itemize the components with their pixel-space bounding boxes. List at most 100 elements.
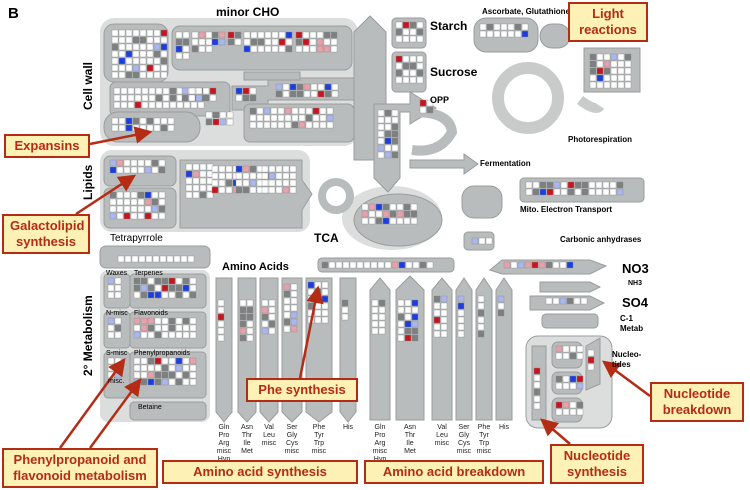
expression-cell <box>486 23 494 31</box>
expression-cell <box>160 43 168 51</box>
expression-cell <box>298 107 306 115</box>
expression-cell <box>249 165 257 173</box>
expression-cell <box>242 186 250 194</box>
expression-cell <box>588 188 596 196</box>
opp-cycle <box>411 107 458 156</box>
expression-cell <box>378 299 386 307</box>
expression-cell <box>517 261 525 269</box>
expression-cell <box>268 299 276 307</box>
expression-cell <box>264 45 272 53</box>
expression-cell <box>218 31 226 39</box>
expression-cell <box>144 212 152 220</box>
expression-cell <box>185 177 193 185</box>
expression-cell <box>175 31 183 39</box>
expression-cell <box>188 87 196 95</box>
expression-cell <box>153 71 161 79</box>
expression-cell <box>152 255 160 263</box>
expression-cell <box>132 57 140 65</box>
expression-cell <box>133 317 141 325</box>
expression-cell <box>323 38 331 46</box>
expression-cell <box>107 324 115 332</box>
expression-cell <box>160 50 168 58</box>
expression-cell <box>573 297 581 305</box>
expression-cell <box>125 43 133 51</box>
expression-cell <box>153 36 161 44</box>
expression-cell <box>140 291 148 299</box>
expression-cell <box>409 55 417 63</box>
expression-cell <box>189 371 197 379</box>
expression-cell <box>168 317 176 325</box>
expression-cell <box>111 71 119 79</box>
expression-cell <box>140 357 148 365</box>
expression-cell <box>368 203 376 211</box>
expression-cell <box>118 71 126 79</box>
expression-cell <box>160 71 168 79</box>
expression-cell <box>595 188 603 196</box>
expression-cell <box>132 43 140 51</box>
expression-cell <box>131 255 139 263</box>
expression-cell <box>123 159 131 167</box>
aa-breakdown-group-label-5: Phe Tyr Trp misc <box>476 424 492 455</box>
expression-cell <box>243 38 251 46</box>
expression-cell <box>257 38 265 46</box>
expression-cell <box>426 99 434 107</box>
expression-cell <box>291 121 299 129</box>
expression-cell <box>507 30 515 38</box>
expression-cell <box>161 317 169 325</box>
expression-cell <box>284 121 292 129</box>
expression-cell <box>118 50 126 58</box>
expression-cell <box>182 38 190 46</box>
expression-cell <box>147 277 155 285</box>
expression-cell <box>341 306 349 314</box>
expression-cell <box>243 45 251 53</box>
expression-cell <box>576 401 584 409</box>
expression-cell <box>175 331 183 339</box>
expression-cell <box>283 304 291 312</box>
expression-cell <box>525 181 533 189</box>
expression-cell <box>559 297 567 305</box>
expression-cell <box>587 356 595 364</box>
expression-cell <box>114 291 122 299</box>
expression-cell <box>140 331 148 339</box>
expression-cell <box>148 94 156 102</box>
expression-cell <box>371 306 379 314</box>
n-misc-label: N-misc <box>106 310 128 317</box>
expression-cell <box>479 23 487 31</box>
expression-cell <box>363 261 371 269</box>
expression-cell <box>562 408 570 416</box>
expression-cell <box>433 323 441 331</box>
expression-cell <box>624 81 632 89</box>
expression-cell <box>141 87 149 95</box>
expression-cell <box>457 295 465 303</box>
expression-cell <box>169 87 177 95</box>
expression-cell <box>130 212 138 220</box>
expression-cell <box>395 35 403 43</box>
expression-cell <box>319 121 327 129</box>
expression-cell <box>261 313 269 321</box>
expression-cell <box>268 313 276 321</box>
expression-cell <box>185 191 193 199</box>
expression-cell <box>160 117 168 125</box>
expression-cell <box>416 69 424 77</box>
expression-cell <box>211 179 219 187</box>
expression-cell <box>566 297 574 305</box>
expression-cell <box>182 284 190 292</box>
expression-cell <box>382 217 390 225</box>
expression-cell <box>282 179 290 187</box>
expression-cell <box>154 284 162 292</box>
callout-nucleotide-synthesis: Nucleotide synthesis <box>550 444 644 484</box>
expression-cell <box>531 261 539 269</box>
expression-cell <box>510 261 518 269</box>
expression-cell <box>138 255 146 263</box>
expression-cell <box>403 203 411 211</box>
expression-cell <box>268 306 276 314</box>
expression-cell <box>493 23 501 31</box>
expression-cell <box>160 124 168 132</box>
expression-cell <box>569 352 577 360</box>
expression-cell <box>375 203 383 211</box>
expression-cell <box>182 52 190 60</box>
expression-cell <box>602 181 610 189</box>
expression-cell <box>310 90 318 98</box>
expression-cell <box>416 21 424 29</box>
expression-cell <box>246 327 254 335</box>
